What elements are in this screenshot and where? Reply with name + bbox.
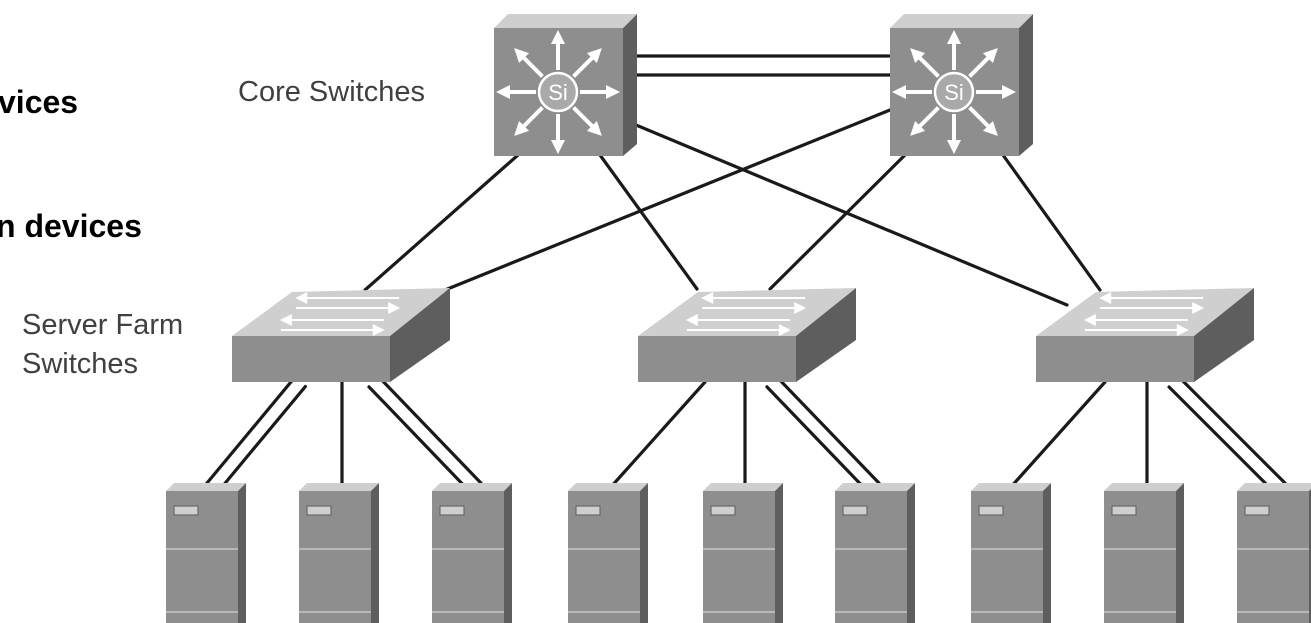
link-core-left-switch-right <box>634 123 1069 307</box>
server-1 <box>166 483 246 623</box>
server-3 <box>432 483 512 623</box>
link-core-right-switch-left <box>443 108 892 292</box>
server-farm-switch-mid <box>638 288 856 382</box>
core-switch-right: Si <box>890 14 1033 156</box>
link-core-right-switch-mid <box>768 153 907 291</box>
server-9 <box>1237 483 1311 623</box>
link-switch-mid-server-6 <box>765 375 881 495</box>
link-switch-mid-server-4 <box>608 380 707 490</box>
si-arrows <box>892 30 1016 154</box>
switch-arrows <box>685 292 807 336</box>
si-badge: Si <box>944 80 964 105</box>
server-bay <box>439 505 465 516</box>
link-switch-right-server-7 <box>1008 380 1107 490</box>
links-layer <box>205 54 1287 495</box>
server-farm-label-line2: Switches <box>22 348 138 380</box>
bullet-text-1: vices <box>0 84 78 120</box>
server-bay <box>842 505 868 516</box>
link-switch-right-server-9 <box>1167 375 1287 495</box>
server-bay <box>1244 505 1270 516</box>
server-bay <box>306 505 332 516</box>
link-switch-left-server-1 <box>205 375 307 495</box>
server-bay <box>575 505 601 516</box>
server-bay <box>710 505 736 516</box>
server-farm-label-line1: Server Farm <box>22 309 183 341</box>
server-4 <box>568 483 648 623</box>
link-core-left-switch-mid <box>598 153 699 291</box>
link-core-left-switch-left <box>363 153 520 292</box>
si-badge: Si <box>548 80 568 105</box>
core-switch-left: Si <box>494 14 637 156</box>
server-farm-switch-left <box>232 288 450 382</box>
switch-arrows <box>279 292 401 336</box>
core-switches-label: Core Switches <box>238 76 425 108</box>
server-8 <box>1104 483 1184 623</box>
bullet-text-2: n devices <box>0 208 142 244</box>
switch-arrows <box>1083 292 1205 336</box>
server-2 <box>299 483 379 623</box>
server-bay <box>1111 505 1137 516</box>
server-farm-switch-right <box>1036 288 1254 382</box>
server-6 <box>835 483 915 623</box>
server-bay <box>173 505 199 516</box>
link-switch-left-server-3 <box>367 375 483 495</box>
server-5 <box>703 483 783 623</box>
si-arrows <box>496 30 620 154</box>
devices-layer: Si Si <box>166 14 1311 623</box>
server-bay <box>978 505 1004 516</box>
link-core-right-switch-right <box>1001 153 1102 292</box>
server-7 <box>971 483 1051 623</box>
